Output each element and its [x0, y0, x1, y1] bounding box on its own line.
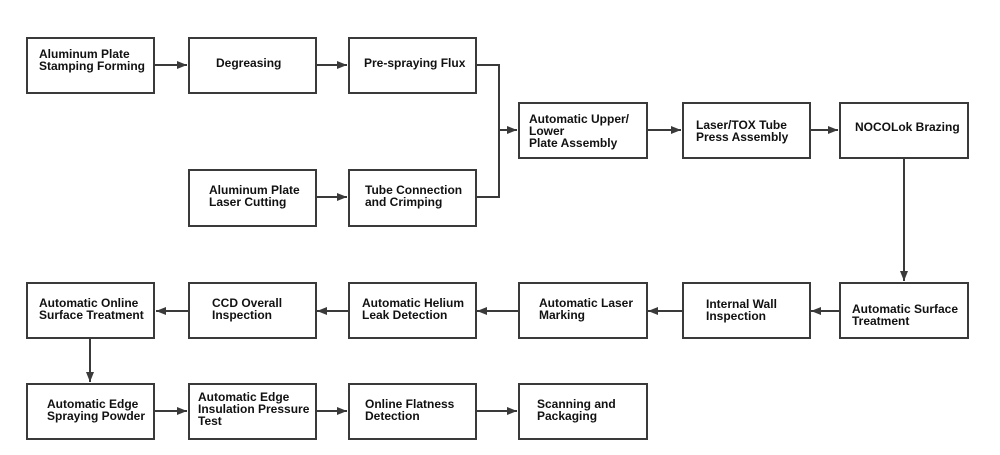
step-label: Laser/TOX Tube Press Assembly: [696, 118, 789, 144]
step-box: [26, 37, 155, 94]
step-label: NOCOLok Brazing: [855, 120, 960, 134]
step-label: Internal Wall Inspection: [706, 297, 777, 323]
step-box: [188, 282, 317, 339]
step-box: [26, 282, 155, 339]
step-box: [348, 282, 477, 339]
step-box: [188, 169, 317, 227]
step-label: Pre-spraying Flux: [364, 56, 466, 70]
step-label: Online Flatness Detection: [365, 397, 455, 423]
step-box: [348, 169, 477, 227]
step-label: Automatic Upper/ Lower Plate Assembly: [529, 112, 630, 150]
step-label: Degreasing: [216, 56, 282, 70]
step-box: [682, 102, 811, 159]
step-box: [518, 383, 648, 440]
step-box: [839, 282, 969, 339]
step-box: [188, 383, 317, 440]
step-box: [188, 37, 317, 94]
step-box: [26, 383, 155, 440]
step-label: Automatic Online Surface Treatment: [39, 296, 144, 322]
step-label: Automatic Helium Leak Detection: [362, 296, 465, 322]
step-label: Scanning and Packaging: [537, 397, 616, 423]
step-box: [518, 282, 648, 339]
step-label: Automatic Laser Marking: [539, 296, 634, 322]
step-box: [348, 383, 477, 440]
step-label: Automatic Edge Spraying Powder: [47, 397, 146, 423]
merge-line: [476, 64, 500, 198]
step-box: [518, 102, 648, 159]
step-box: [839, 102, 969, 159]
step-label: CCD Overall Inspection: [212, 296, 283, 322]
step-label: Aluminum Plate Stamping Forming: [39, 47, 145, 73]
step-label: Automatic Edge Insulation Pressure Test: [198, 390, 310, 428]
step-label: Automatic Surface Treatment: [852, 302, 959, 328]
step-box: [348, 37, 477, 94]
step-box: [682, 282, 811, 339]
step-label: Tube Connection and Crimping: [365, 183, 463, 209]
step-label: Aluminum Plate Laser Cutting: [209, 183, 300, 209]
